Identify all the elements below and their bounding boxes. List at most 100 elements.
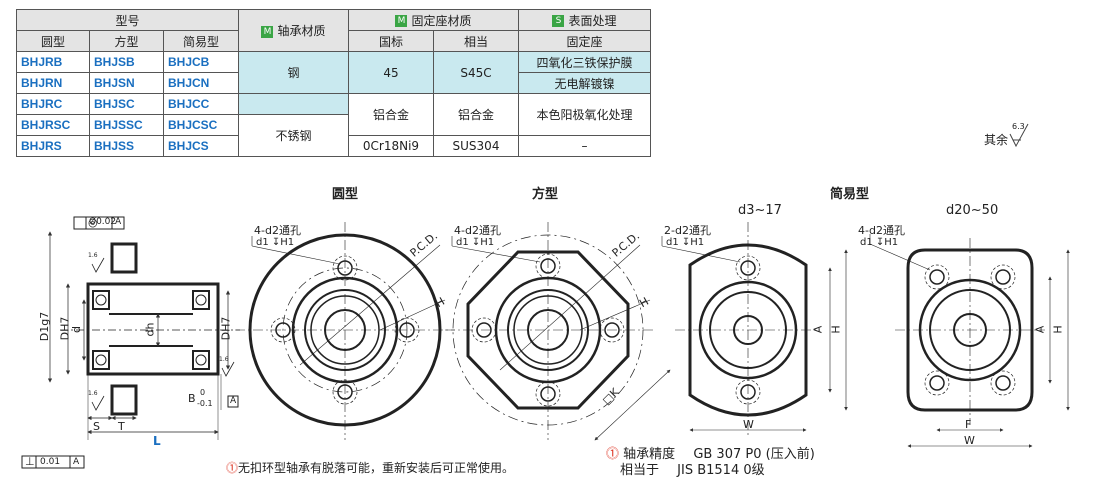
roughness-note: 其余: [984, 133, 1009, 147]
surface-cell: –: [518, 135, 651, 157]
tolerance-frame-bottom: [21, 455, 85, 469]
large-hole-sub: d1 ↧H1: [860, 237, 899, 248]
large-hole-spec: 4-d2通孔: [858, 224, 905, 237]
square-hole-sub: d1 ↧H1: [456, 237, 495, 248]
table-row: BHJRN BHJSN BHJCN 无电解镀镍: [16, 72, 651, 94]
round-hole-spec: 4-d2通孔: [254, 224, 301, 237]
housing-body: [86, 282, 220, 376]
warning-note: ⓵无扣环型轴承有脱落可能，重新安装后可正常使用。: [226, 461, 515, 475]
simple-h: H: [829, 325, 843, 334]
dim-d: d: [69, 326, 83, 333]
model-cell: BHJSB: [89, 51, 164, 73]
info-icon: ⓵: [606, 447, 620, 462]
model-cell: BHJCS: [163, 135, 239, 157]
datum-a-box: [227, 395, 239, 408]
square-outline: [466, 250, 630, 410]
tol-bottom-ref: A: [73, 457, 80, 467]
datum-a: A: [230, 396, 237, 406]
header-equiv: 相当: [433, 30, 519, 52]
tol-top-sym: ◎: [88, 216, 98, 229]
table-row: BHJRC BHJSC BHJCC 铝合金 铝合金 本色阳极氧化处理: [16, 93, 651, 136]
equiv-ss-cell: SUS304: [433, 135, 519, 157]
model-cell: BHJCC: [163, 93, 239, 115]
surface-cell: 本色阳极氧化处理: [518, 93, 651, 136]
dim-t: T: [118, 420, 125, 433]
title-round: 圆型: [332, 187, 359, 202]
gb-alu-cell: 铝合金: [348, 93, 434, 136]
equiv-alu-cell: 铝合金: [433, 93, 519, 136]
round-flange-view: [235, 222, 455, 440]
simple-w: W: [743, 418, 754, 431]
surface-badge: S: [552, 15, 565, 27]
hole-leader: [251, 245, 341, 265]
model-cell: BHJSS: [89, 135, 164, 157]
header-simple: 简易型: [163, 30, 239, 52]
large-h: H: [1051, 325, 1065, 334]
side-section-view: [21, 216, 240, 469]
roughness-1: 1.6: [88, 252, 98, 259]
bearing-top-left: [92, 290, 110, 310]
roughness-2: 1.6: [88, 390, 98, 397]
square-hole-spec: 4-d2通孔: [454, 224, 501, 237]
header-square: 方型: [89, 30, 164, 52]
tolerance-frame-top: [73, 216, 125, 230]
title-simple: 简易型: [830, 187, 870, 202]
roughness-3: 1.6: [219, 356, 229, 363]
warning-icon: ⓵: [226, 461, 239, 475]
flange-bottom: [110, 384, 138, 416]
tol-top-value: Ø0.02: [89, 217, 117, 227]
range-large: d20~50: [946, 203, 999, 218]
roughness-symbol-icon: [221, 361, 235, 377]
roughness-symbol-icon: [1009, 123, 1029, 148]
h-leader: [379, 299, 446, 331]
dim-dh7-right: DH7: [219, 316, 233, 341]
equiv-s45c-cell: S45C: [433, 51, 519, 94]
simple-large-outline: [906, 248, 1034, 412]
gb-45-cell: 45: [348, 51, 434, 94]
bearing-bottom-right: [192, 350, 210, 370]
simple-outline: [688, 243, 808, 417]
large-a: A: [1033, 325, 1047, 334]
roughness-symbol-icon: [91, 395, 105, 411]
k-dimension: [594, 369, 671, 441]
round-hole-sub: d1 ↧H1: [256, 237, 295, 248]
header-gb: 国标: [348, 30, 434, 52]
simple-hole-spec: 2-d2通孔: [664, 224, 711, 237]
material-badge: M: [395, 15, 408, 27]
large-w: W: [964, 434, 975, 447]
roughness-value: 6.3: [1012, 122, 1025, 131]
simple-large-view: [869, 234, 1070, 448]
dim-d1g7: D1g7: [38, 311, 52, 342]
gb-ss-cell: 0Cr18Ni9: [348, 135, 434, 157]
bearing-bottom-left: [92, 350, 110, 370]
square-flange-view: [445, 222, 671, 441]
precision-note: ⓵ 轴承精度 GB 307 P0 (压入前): [606, 447, 815, 462]
table-row: BHJRS BHJSS BHJCS 0Cr18Ni9 SUS304 –: [16, 135, 651, 157]
bearing-blank-cell: [238, 93, 349, 115]
table-row: BHJRB BHJSB BHJCB 钢 45 S45C 四氧化三铁保护膜: [16, 51, 651, 94]
flange-top: [110, 242, 138, 274]
title-square: 方型: [532, 187, 559, 202]
dim-b-tol-low: -0.1: [197, 399, 213, 408]
dim-dh: dh: [143, 322, 157, 337]
dim-b: B: [188, 392, 196, 405]
simple-small-view: [661, 222, 848, 438]
dim-s: S: [93, 420, 100, 433]
tol-bottom-val: 0.01: [40, 457, 61, 467]
bearing-steel-cell: 钢: [238, 51, 349, 94]
dim-b-tol-up: 0: [200, 388, 206, 397]
equiv-note: 相当于 JIS B1514 0级: [620, 463, 765, 478]
simple-hole-sub: d1 ↧H1: [666, 237, 705, 248]
roughness-symbol-icon: [91, 257, 105, 273]
pcd-leader: [299, 244, 441, 366]
large-f: F: [965, 418, 972, 431]
tol-top-ref: A: [115, 217, 122, 227]
tol-bottom-sym: ⊥: [25, 455, 35, 468]
surface-cell: 四氧化三铁保护膜: [518, 51, 651, 73]
bearing-top-right: [192, 290, 210, 310]
